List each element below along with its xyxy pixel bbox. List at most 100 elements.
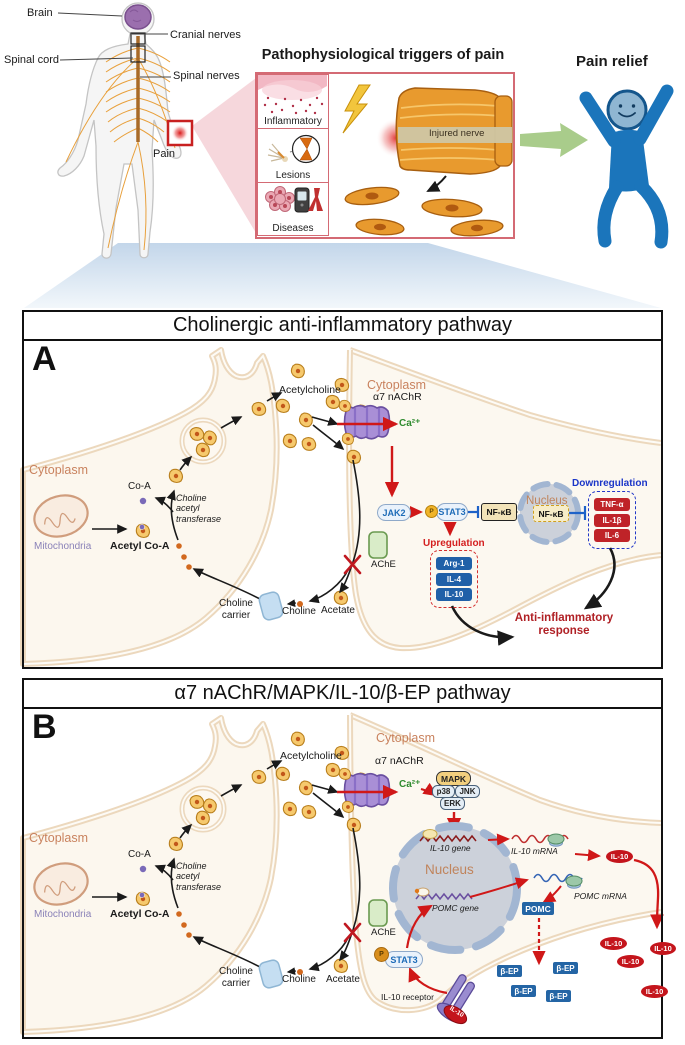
il10-oval: IL-10: [641, 985, 668, 998]
acetate-label: Acetate: [326, 974, 360, 985]
stat3-pill: STAT3: [436, 503, 468, 521]
mapk-pill: MAPK: [436, 771, 471, 786]
injured-nerve-illustration: [342, 84, 513, 237]
triggers-title: Pathophysiological triggers of pain: [261, 47, 505, 63]
pain-relief-figure: [579, 84, 674, 249]
lesions-icon: [267, 134, 321, 164]
pomc-gene-dna: [415, 892, 473, 901]
co-a-label: Co-A: [128, 849, 151, 860]
a7-nachr-label: α7 nAChR: [373, 391, 422, 403]
smile-icon: [618, 112, 636, 118]
choline-label: Choline: [282, 974, 316, 985]
trigger-lesions: Lesions: [257, 128, 329, 183]
lightning-icon: [342, 84, 371, 134]
pomc-mrna-label: POMC mRNA: [574, 891, 627, 901]
nfkb-cytoplasm-tag: NF-κB: [481, 503, 517, 521]
upregulation-label: Upregulation: [423, 538, 485, 549]
phospho-badge: P: [374, 947, 389, 962]
co-a-label: Co-A: [128, 481, 151, 492]
il10-receptor-icon: [436, 974, 476, 1025]
acetyl-co-a-label: Acetyl Co-A: [110, 908, 170, 920]
il10-oval: IL-10: [617, 955, 644, 968]
diseases-icon: [265, 186, 323, 213]
ache-label: AChE: [371, 559, 396, 570]
triggers-box: [255, 72, 515, 239]
downregulation-label: Downregulation: [572, 478, 648, 489]
cytoplasm-label: Cytoplasm: [367, 378, 427, 392]
a7-nachr-label: α7 nAChR: [375, 755, 424, 767]
panel-a-title: Cholinergic anti-inflammatory pathway: [24, 312, 661, 341]
lesions-label: Lesions: [275, 170, 311, 182]
bep-box: β-EP: [546, 990, 571, 1002]
bep-box: β-EP: [553, 962, 578, 974]
panel-a: Cholinergic anti-inflammatory pathway: [22, 310, 663, 669]
zoom-funnel: [24, 243, 661, 308]
choline-carrier-label: Choline carrier: [219, 966, 253, 989]
spinal-cord-label: Spinal cord: [4, 54, 60, 66]
il10-mrna-label: IL-10 mRNA: [511, 846, 558, 856]
cytoplasm-label: Cytoplasm: [376, 731, 436, 745]
panel-a-letter: A: [32, 340, 57, 378]
panel-b-title: α7 nAChR/MAPK/IL-10/β-EP pathway: [24, 680, 661, 709]
panel-b-letter: B: [32, 708, 57, 746]
trigger-diseases: Diseases: [257, 182, 329, 236]
bep-box: β-EP: [497, 965, 522, 977]
panel-b: α7 nAChR/MAPK/IL-10/β-EP pathway: [22, 678, 663, 1039]
il6-pill: IL-6: [594, 529, 630, 542]
il4-pill: IL-4: [436, 572, 472, 586]
pain-label: Pain: [153, 148, 176, 160]
il10-gene-dna: [419, 834, 477, 843]
cranial-nerves-label: Cranial nerves: [170, 29, 241, 41]
pain-relief-title: Pain relief: [576, 53, 648, 70]
il10-oval: IL-10: [606, 850, 633, 863]
nucleus-label: Nucleus: [425, 862, 474, 877]
inflammatory-label: Inflammatory: [264, 116, 322, 128]
upregulation-box: Arg-1 IL-4 IL-10: [430, 550, 478, 608]
calcium-label: Ca²⁺: [399, 779, 421, 790]
diseases-label: Diseases: [272, 223, 314, 235]
mitochondria-label: Mitochondria: [34, 541, 92, 552]
acetate-label: Acetate: [321, 605, 355, 616]
zoom-rays: [192, 78, 256, 233]
choline-carrier-label: Choline carrier: [219, 598, 253, 621]
il10-pill: IL-10: [436, 588, 472, 601]
il10-receptor-label: IL-10 receptor: [381, 992, 434, 1002]
pomc-gene-label: POMC gene: [432, 903, 479, 913]
chat-label: Choline acetyl transferase: [176, 861, 222, 892]
brain-label: Brain: [27, 7, 53, 19]
bep-box: β-EP: [511, 985, 536, 997]
il10-gene-label: IL-10 gene: [430, 843, 471, 853]
human-body-figure: [57, 2, 194, 259]
anti-inflammatory-response-label: Anti-inflammatory response: [514, 612, 614, 638]
arg1-pill: Arg-1: [436, 557, 472, 570]
tnf-pill: TNF-α: [594, 498, 630, 511]
downregulation-box: TNF-α IL-1β IL-6: [588, 491, 636, 549]
jnk-pill: JNK: [455, 785, 480, 798]
cytoplasm-label: Cytoplasm: [29, 463, 89, 477]
peripheral-nerves: [65, 47, 176, 251]
acetylcholine-label: Acetylcholine: [280, 750, 342, 762]
calcium-label: Ca²⁺: [399, 418, 421, 429]
brain-icon: [124, 4, 152, 30]
cytoplasm-label: Cytoplasm: [29, 831, 89, 845]
nfkb-nucleus-tag: NF-κB: [533, 505, 569, 522]
injured-nerve-label: Injured nerve: [429, 128, 485, 139]
stat3-pill: STAT3: [385, 951, 423, 968]
inflammatory-icon: [258, 75, 327, 115]
jak2-pill: JAK2: [377, 504, 411, 521]
trigger-inflammatory: Inflammatory: [257, 74, 329, 129]
pomc-box: POMC: [522, 902, 554, 915]
erk-pill: ERK: [440, 797, 465, 810]
choline-label: Choline: [282, 606, 316, 617]
il10-oval: IL-10: [650, 942, 676, 955]
chat-label: Choline acetyl transferase: [176, 493, 222, 524]
mitochondria-label: Mitochondria: [34, 909, 92, 920]
acetylcholine-label: Acetylcholine: [279, 384, 341, 396]
acetyl-co-a-label: Acetyl Co-A: [110, 540, 170, 552]
phospho-badge: P: [425, 505, 438, 518]
label-leader-lines: [57, 12, 171, 78]
il1b-pill: IL-1β: [594, 513, 630, 527]
spinal-nerves-label: Spinal nerves: [173, 70, 240, 82]
il10-oval: IL-10: [600, 937, 627, 950]
